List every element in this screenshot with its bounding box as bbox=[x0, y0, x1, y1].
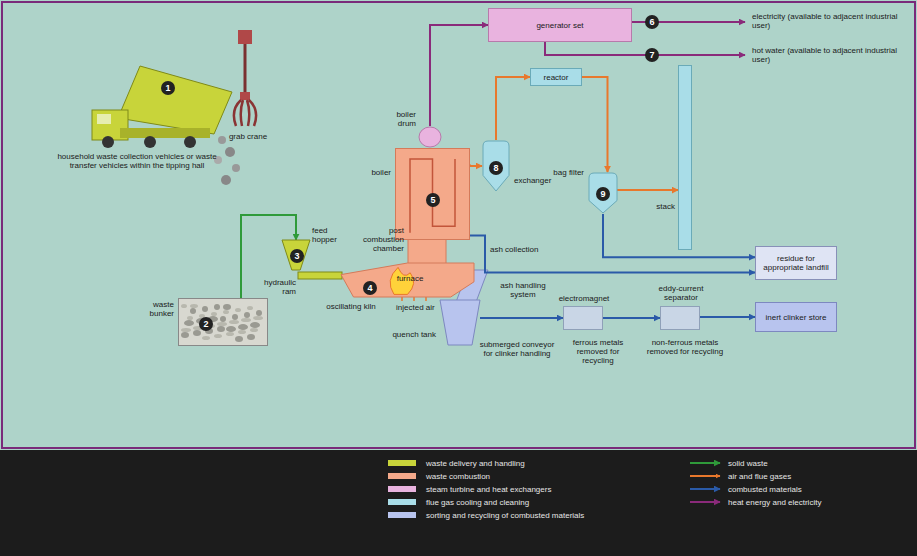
grab-crane bbox=[234, 30, 256, 126]
node-text: quench tank bbox=[378, 330, 436, 339]
callout-number: 8 bbox=[489, 161, 503, 175]
eddy-current-separator: eddy-current separator bbox=[660, 306, 700, 330]
callout-number: 4 bbox=[363, 281, 377, 295]
legend-swatch bbox=[388, 486, 416, 492]
part-label: grab crane bbox=[225, 132, 271, 141]
callout-number: 7 bbox=[645, 48, 659, 62]
node-text: feed hopper bbox=[312, 226, 352, 244]
legend-text: flue gas cooling and cleaning bbox=[426, 498, 529, 507]
legend-band bbox=[0, 450, 917, 556]
electromagnet: electromagnet bbox=[563, 306, 603, 330]
flow-connector bbox=[470, 165, 482, 166]
legend-text: combusted materials bbox=[728, 485, 802, 494]
flow-connector bbox=[582, 77, 608, 172]
flow-connector bbox=[496, 77, 530, 140]
landfill-box: residue for appropriate landfill bbox=[755, 246, 837, 280]
clinker-box: inert clinker store bbox=[755, 302, 837, 332]
node-text: boiler bbox=[359, 168, 391, 177]
node-text: eddy-current separator bbox=[641, 284, 721, 302]
legend-text: air and flue gases bbox=[728, 472, 791, 481]
legend-text: sorting and recycling of combusted mater… bbox=[426, 511, 584, 520]
callout-number: 1 bbox=[161, 81, 175, 95]
frame bbox=[2, 2, 915, 448]
legend-swatch bbox=[388, 473, 416, 479]
part-label: submerged conveyor for clinker handling bbox=[478, 340, 556, 358]
node-text: residue for appropriate landfill bbox=[759, 254, 833, 272]
legend-text: heat energy and electricity bbox=[728, 498, 821, 507]
output-label: hot water (available to adjacent industr… bbox=[752, 46, 910, 64]
flow-connector bbox=[700, 317, 755, 318]
callout-number: 6 bbox=[645, 15, 659, 29]
boiler-drum-shape bbox=[418, 126, 442, 148]
legend-text: waste combustion bbox=[426, 472, 490, 481]
part-label: post combustion chamber bbox=[350, 226, 404, 253]
legend-swatch bbox=[388, 499, 416, 505]
part-label: ash collection bbox=[490, 245, 552, 254]
callout-number: 5 bbox=[426, 193, 440, 207]
legend-swatch bbox=[388, 460, 416, 466]
node-text: waste bunker bbox=[138, 300, 174, 318]
boiler-drum: boiler drum bbox=[418, 126, 442, 148]
post-combustion-chamber bbox=[408, 238, 446, 266]
reactor-box: reactor bbox=[530, 68, 582, 86]
flow-connector bbox=[470, 235, 755, 272]
flow-connector bbox=[480, 317, 563, 319]
part-label: injected air bbox=[396, 303, 448, 312]
callout-number: 3 bbox=[290, 249, 304, 263]
quench-tank: quench tank bbox=[440, 300, 480, 345]
node-text: boiler drum bbox=[382, 110, 416, 128]
quench-tank-shape bbox=[440, 300, 480, 345]
waste-bunker-shape bbox=[178, 298, 268, 346]
callout-number: 9 bbox=[596, 187, 610, 201]
part-label: ash handling system bbox=[492, 281, 554, 299]
node-text: furnace bbox=[390, 274, 430, 283]
node-text: reactor bbox=[544, 73, 569, 82]
flow-connector bbox=[618, 189, 678, 192]
hydraulic-ram bbox=[298, 272, 342, 279]
furnace: furnace bbox=[340, 262, 475, 298]
part-label: hydraulic ram bbox=[256, 278, 296, 296]
node-text: bag filter bbox=[542, 168, 584, 177]
part-label: non-ferrous metals removed for recycling bbox=[645, 338, 725, 356]
flow-connector bbox=[603, 317, 660, 319]
node-text: exchanger bbox=[514, 176, 564, 185]
callout-number: 2 bbox=[199, 317, 213, 331]
output-label: electricity (available to adjacent indus… bbox=[752, 12, 910, 30]
legend-line-samples bbox=[690, 463, 720, 502]
node-text: electromagnet bbox=[554, 294, 614, 303]
node-text: stack bbox=[647, 202, 675, 211]
part-label: ferrous metals removed for recycling bbox=[562, 338, 634, 365]
part-label: oscillating kiln bbox=[326, 302, 376, 311]
waste-bunker: waste bunker bbox=[178, 298, 268, 346]
legend-text: steam turbine and heat exchangers bbox=[426, 485, 551, 494]
node-text: generator set bbox=[536, 21, 583, 30]
legend-swatch bbox=[388, 512, 416, 518]
legend-text: solid waste bbox=[728, 459, 768, 468]
flow-connector bbox=[430, 25, 488, 126]
legend-text: waste delivery and handling bbox=[426, 459, 525, 468]
generator-box: generator set bbox=[488, 8, 632, 42]
node-text: inert clinker store bbox=[766, 313, 827, 322]
part-label: household waste collection vehicles or w… bbox=[56, 152, 218, 170]
stack: stack bbox=[678, 65, 692, 250]
